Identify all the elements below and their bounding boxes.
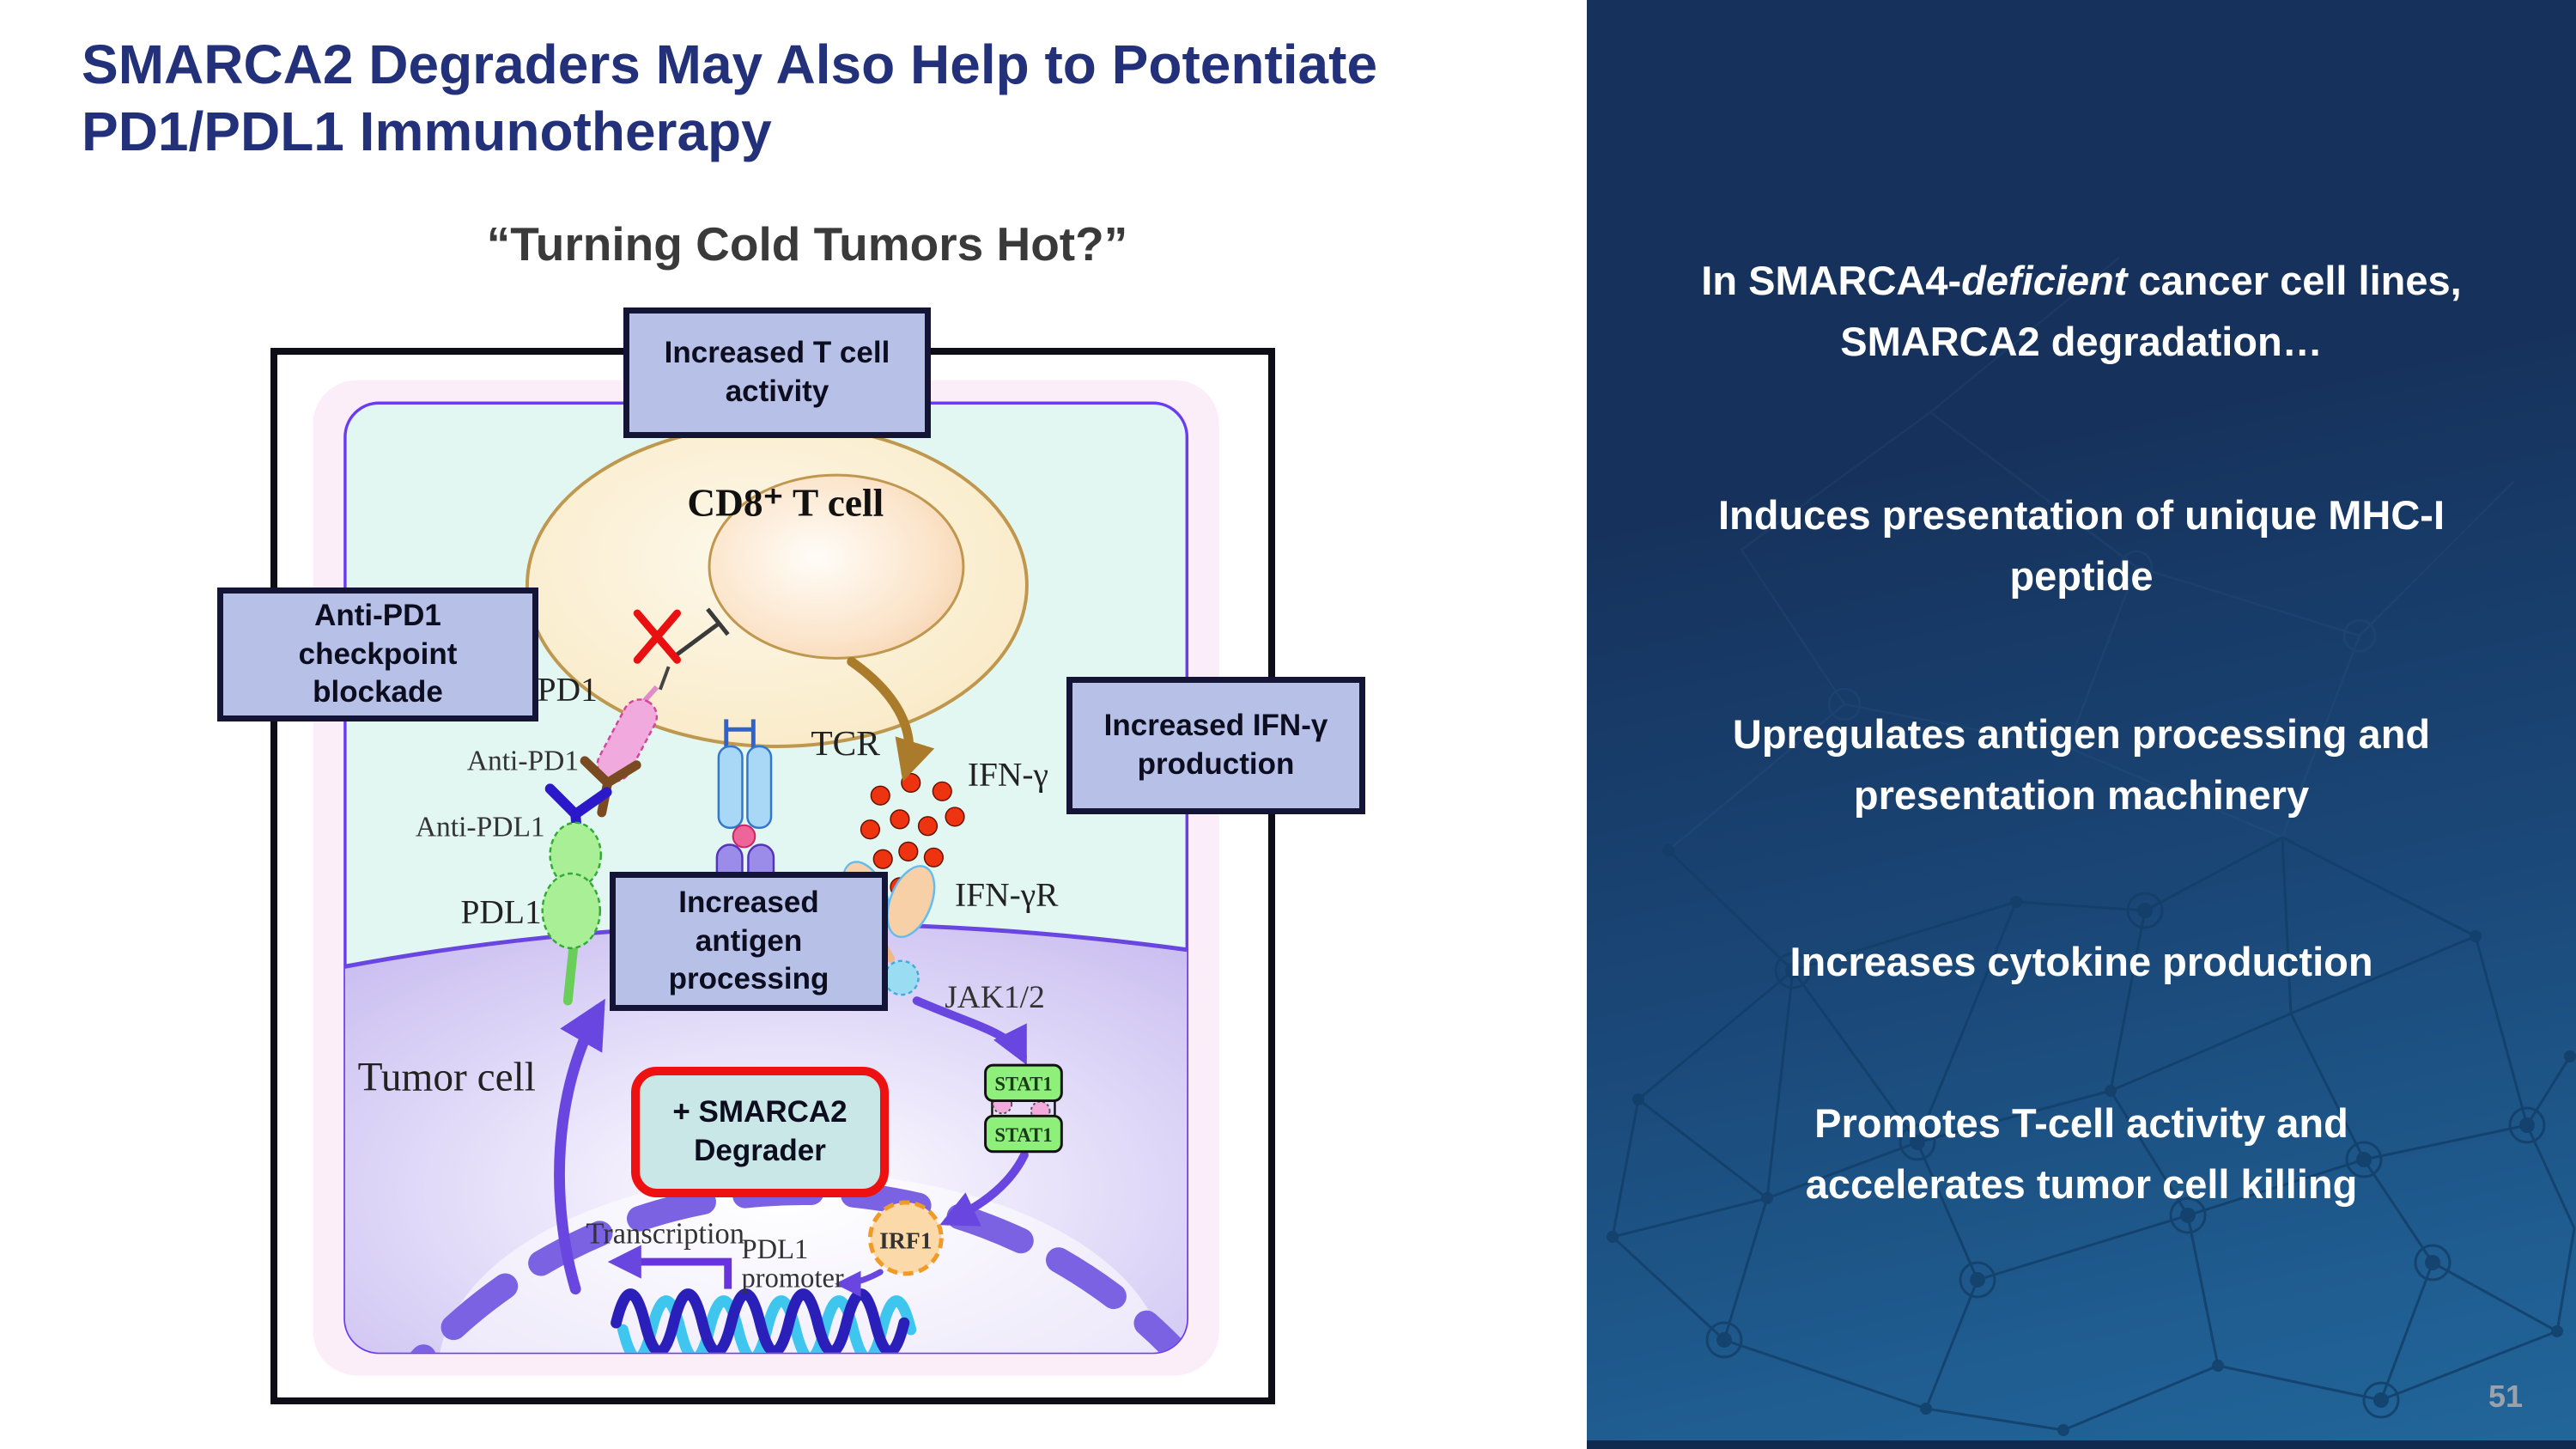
- ifn-gamma-receptor-label: IFN-γR: [955, 876, 1059, 914]
- callout-increased-ifn-production: Increased IFN-γ production: [1066, 677, 1365, 814]
- statement-smarca4-deficient: In SMARCA4-deficient cancer cell lines, …: [1686, 251, 2476, 372]
- page-title: SMARCA2 Degraders May Also Help to Poten…: [82, 33, 1378, 163]
- statement-t-cell-killing: Promotes T-cell activity and accelerates…: [1805, 1100, 2358, 1207]
- callout-increased-antigen-processing: Increased antigen processing: [610, 872, 888, 1011]
- cd8-t-cell-label: CD8⁺ T cell: [687, 482, 884, 525]
- pdl1-promoter-label-1: PDL1: [742, 1234, 809, 1265]
- anti-pdl1-label: Anti-PDL1: [416, 812, 545, 843]
- transcription-arrow: [607, 1245, 732, 1289]
- red-x-icon: [633, 609, 681, 664]
- tcr-label: TCR: [811, 723, 880, 763]
- tumor-cell-label: Tumor cell: [358, 1056, 536, 1100]
- pdl1-label: PDL1: [460, 892, 541, 930]
- statement-1-suffix: cancer cell lines, SMARCA2 degradation…: [1840, 258, 2462, 364]
- stat1-label-bottom: STAT1: [994, 1124, 1052, 1146]
- stat1-label-top: STAT1: [994, 1074, 1052, 1095]
- statement-cytokine-production: Increases cytokine production: [1789, 939, 2373, 984]
- ifn-gamma-label: IFN-γ: [968, 755, 1048, 793]
- pd1-link-line: [658, 666, 671, 691]
- ifn-secretion-arrow: [847, 656, 935, 782]
- dna-strand-blue: [611, 1288, 910, 1353]
- anti-pd1-label: Anti-PD1: [467, 746, 579, 777]
- inhibition-bar: [674, 622, 720, 658]
- statement-1-italic: deficient: [1961, 258, 2128, 303]
- panel-footer-strip: [1587, 1440, 2576, 1449]
- statement-mhc-peptide: Induces presentation of unique MHC-I pep…: [1717, 492, 2445, 599]
- statement-1-prefix: In SMARCA4-: [1701, 258, 1962, 303]
- callout-smarca2-degrader: + SMARCA2 Degrader: [631, 1067, 889, 1197]
- key-points-panel: In SMARCA4-deficient cancer cell lines, …: [1587, 0, 2576, 1449]
- page-number: 51: [2488, 1379, 2523, 1414]
- pdl1-receptor: [541, 821, 603, 1006]
- jak-to-stat-arrow: [912, 996, 1027, 1065]
- irf1-to-promoter-arrow: [835, 1269, 884, 1297]
- transcription-label: Transcription: [586, 1217, 744, 1250]
- stat1-dimer: [984, 1063, 1063, 1154]
- jak-kinase: [883, 959, 920, 996]
- irf1-label: IRF1: [879, 1227, 932, 1253]
- callout-increased-t-cell-activity: Increased T cell activity: [623, 307, 931, 438]
- cd8-t-cell-nucleus: [708, 473, 965, 660]
- stat-to-irf1-arrow: [939, 1150, 1029, 1227]
- callout-anti-pd1-checkpoint-blockade: Anti-PD1 checkpoint blockade: [217, 588, 538, 721]
- statement-antigen-machinery: Upregulates antigen processing and prese…: [1732, 711, 2431, 818]
- inhibition-cap: [706, 607, 730, 636]
- pd1-receptor: [596, 698, 659, 782]
- diagram-subtitle: “Turning Cold Tumors Hot?”: [486, 217, 1128, 271]
- pdl1-promoter-label-2: promoter: [742, 1263, 844, 1294]
- pd1-label: PD1: [538, 671, 598, 709]
- irf1-protein: [867, 1200, 944, 1276]
- jak-label: JAK1/2: [945, 980, 1045, 1015]
- nucleus-to-antigen-arrow: [554, 998, 605, 1295]
